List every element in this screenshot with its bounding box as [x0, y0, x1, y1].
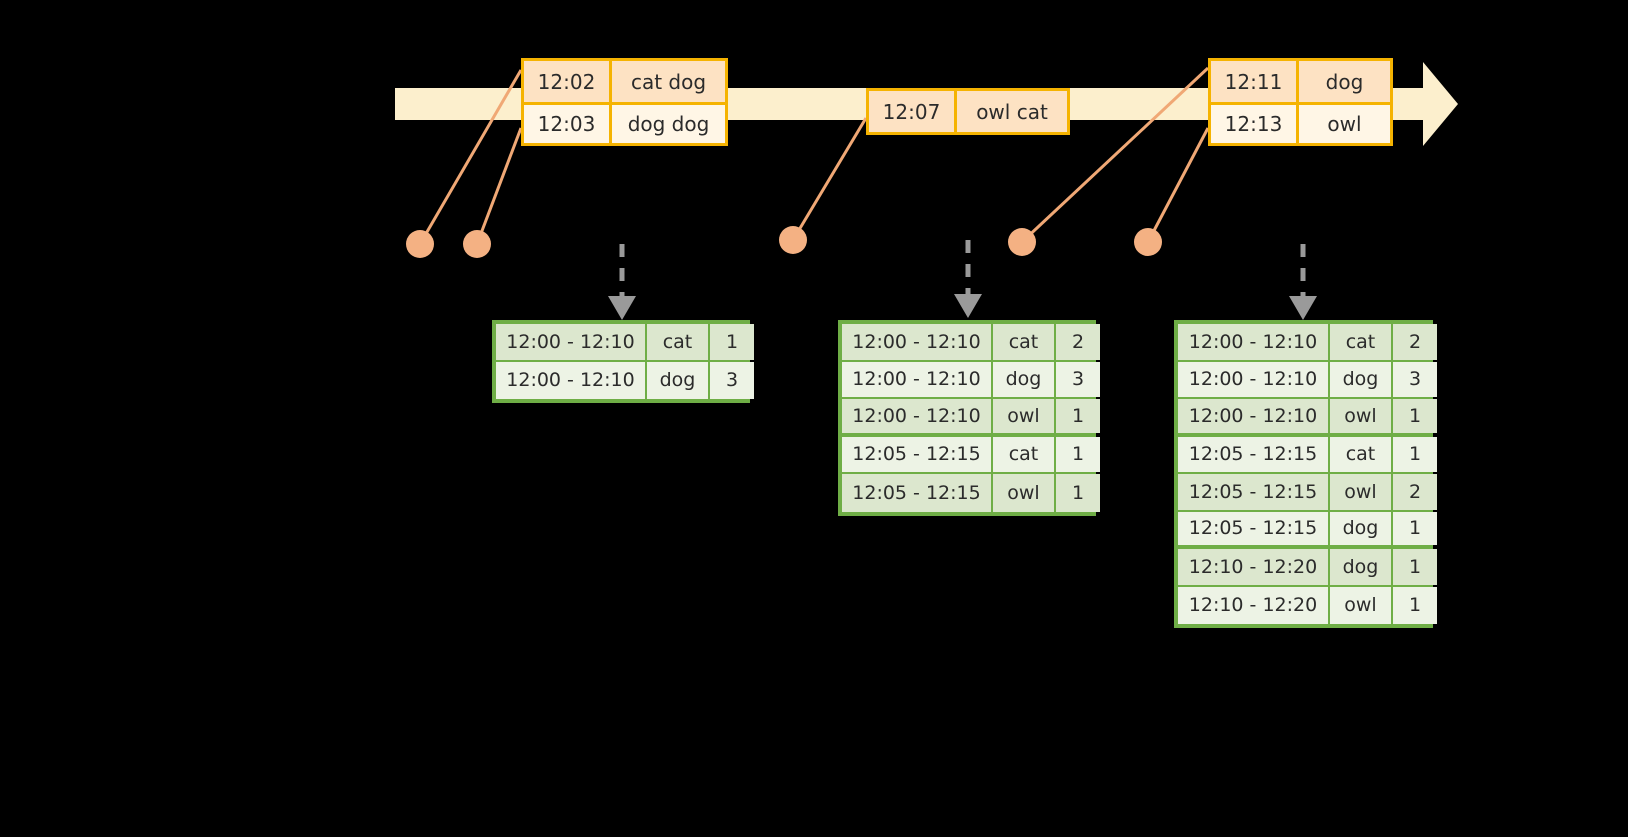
event-row[interactable]: 12:07 owl cat — [869, 91, 1067, 132]
dot-3 — [779, 226, 807, 254]
event-row[interactable]: 12:03 dog dog — [524, 102, 725, 143]
result-cell-word: cat — [1330, 436, 1393, 472]
connector-line-2 — [475, 127, 523, 245]
result-cell-count: 3 — [1393, 361, 1437, 397]
result-cell-word: cat — [993, 436, 1056, 472]
result-cell-count: 1 — [1393, 436, 1437, 472]
result-cell-count: 2 — [1056, 324, 1100, 360]
result-cell-window: 12:00 - 12:10 — [842, 324, 993, 360]
connector-line-1 — [418, 69, 523, 245]
emit-arrow-heads — [608, 294, 1317, 320]
result-cell-count: 1 — [1393, 586, 1437, 624]
event-row[interactable]: 12:11 dog — [1211, 61, 1390, 102]
event-words: dog dog — [612, 105, 725, 143]
event-row[interactable]: 12:13 owl — [1211, 102, 1390, 143]
event-time: 12:03 — [524, 105, 612, 143]
event-row[interactable]: 12:02 cat dog — [524, 61, 725, 102]
result-cell-window: 12:00 - 12:10 — [496, 324, 647, 360]
result-cell-window: 12:00 - 12:10 — [496, 361, 647, 399]
dot-5 — [1134, 228, 1162, 256]
result-cell-word: dog — [1330, 511, 1393, 545]
event-group-1[interactable]: 12:02 cat dog 12:03 dog dog — [521, 58, 728, 146]
result-cell-word: cat — [993, 324, 1056, 360]
event-group-3[interactable]: 12:11 dog 12:13 owl — [1208, 58, 1393, 146]
result-cell-word: dog — [1330, 361, 1393, 397]
result-cell-window: 12:00 - 12:10 — [842, 399, 993, 433]
connector-line-3 — [791, 117, 868, 241]
emit-arrow-head-1 — [608, 296, 636, 320]
dot-4 — [1008, 228, 1036, 256]
event-words: owl cat — [957, 91, 1067, 132]
result-cell-word: owl — [993, 474, 1056, 512]
result-cell-word: cat — [1330, 324, 1393, 360]
connector-lines — [418, 66, 1210, 245]
result-cell-window: 12:00 - 12:10 — [842, 361, 993, 397]
dot-1 — [406, 230, 434, 258]
result-cell-count: 3 — [1056, 361, 1100, 397]
result-cell-word: owl — [993, 399, 1056, 433]
connector-line-5 — [1146, 127, 1210, 243]
emit-arrows — [619, 240, 1306, 300]
event-words: dog — [1299, 61, 1390, 102]
result-cell-window: 12:00 - 12:10 — [1178, 324, 1330, 360]
result-cell-count: 1 — [1393, 399, 1437, 433]
event-words: cat dog — [612, 61, 725, 102]
result-cell-word: owl — [1330, 399, 1393, 433]
result-cell-count: 1 — [710, 324, 754, 360]
dot-2 — [463, 230, 491, 258]
event-time: 12:02 — [524, 61, 612, 102]
event-time: 12:07 — [869, 91, 957, 132]
emit-arrow-head-3 — [1289, 296, 1317, 320]
result-cell-window: 12:05 - 12:15 — [842, 436, 993, 472]
result-cell-window: 12:05 - 12:15 — [1178, 511, 1330, 545]
result-cell-window: 12:05 - 12:15 — [1178, 436, 1330, 472]
processing-dots — [406, 226, 1162, 258]
result-cell-window: 12:00 - 12:10 — [1178, 361, 1330, 397]
result-cell-window: 12:10 - 12:20 — [1178, 549, 1330, 585]
result-cell-window: 12:05 - 12:15 — [1178, 474, 1330, 510]
result-cell-word: dog — [647, 361, 710, 399]
result-cell-word: dog — [993, 361, 1056, 397]
result-cell-count: 1 — [1393, 549, 1437, 585]
result-cell-window: 12:10 - 12:20 — [1178, 586, 1330, 624]
event-time: 12:11 — [1211, 61, 1299, 102]
result-cell-count: 1 — [1056, 474, 1100, 512]
event-words: owl — [1299, 105, 1390, 143]
result-cell-count: 2 — [1393, 324, 1437, 360]
event-time: 12:13 — [1211, 105, 1299, 143]
result-cell-word: owl — [1330, 474, 1393, 510]
result-cell-count: 1 — [1056, 399, 1100, 433]
result-cell-count: 1 — [1056, 436, 1100, 472]
result-cell-count: 2 — [1393, 474, 1437, 510]
result-cell-word: owl — [1330, 586, 1393, 624]
result-cell-window: 12:00 - 12:10 — [1178, 399, 1330, 433]
result-cell-count: 3 — [710, 361, 754, 399]
emit-arrow-head-2 — [954, 294, 982, 318]
result-cell-word: dog — [1330, 549, 1393, 585]
connector-line-4 — [1020, 66, 1210, 244]
result-cell-window: 12:05 - 12:15 — [842, 474, 993, 512]
result-cell-word: cat — [647, 324, 710, 360]
event-group-2[interactable]: 12:07 owl cat — [866, 88, 1070, 135]
result-cell-count: 1 — [1393, 511, 1437, 545]
